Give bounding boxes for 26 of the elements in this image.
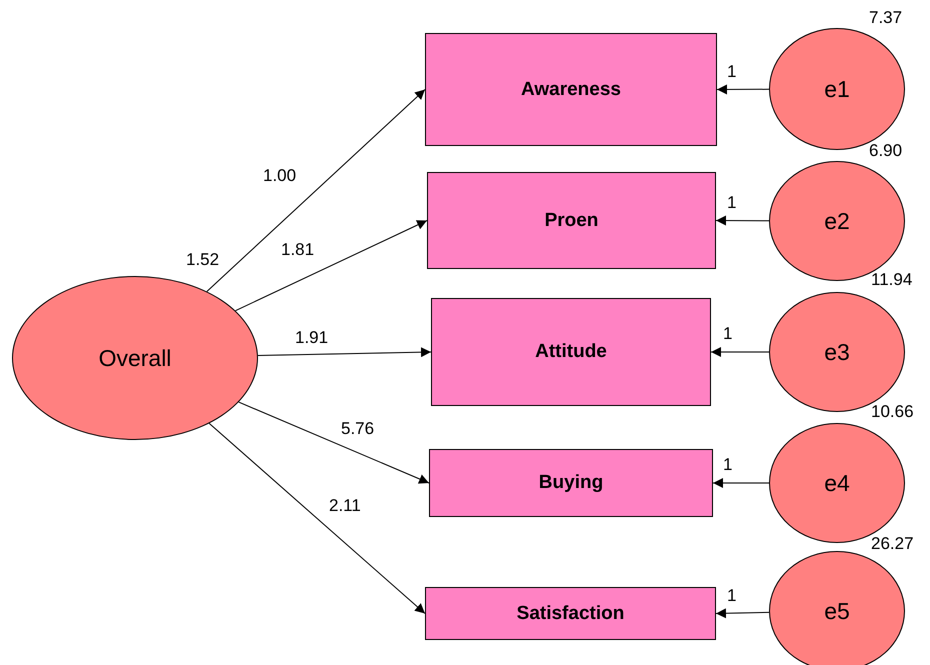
variable-name: e5 — [824, 598, 850, 624]
arrow — [716, 608, 770, 618]
arrow — [208, 422, 426, 614]
variable-name: e2 — [824, 208, 850, 234]
arrow — [234, 220, 428, 312]
arrow — [716, 216, 770, 226]
observed-variable-box — [427, 172, 716, 269]
arrow — [257, 347, 432, 358]
observed-variable-box — [425, 587, 716, 640]
arrow — [712, 478, 770, 488]
observed-variable-box — [425, 33, 717, 146]
variable-name: Awareness — [521, 78, 621, 100]
variable-name: Proen — [544, 210, 598, 232]
variable-name: e3 — [824, 338, 850, 366]
variable-name: Overall — [98, 344, 172, 372]
arrow — [716, 84, 770, 94]
observed-variable-box — [429, 449, 713, 517]
variable-name: e4 — [824, 470, 850, 496]
arrow — [206, 89, 426, 292]
variable-name: e1 — [824, 76, 850, 102]
observed-variable-box — [431, 298, 711, 406]
variable-name: Buying — [538, 472, 604, 494]
variable-name: Satisfaction — [516, 602, 624, 624]
arrow — [238, 402, 430, 484]
arrow — [710, 347, 770, 357]
variable-name: Attitude — [535, 341, 607, 363]
